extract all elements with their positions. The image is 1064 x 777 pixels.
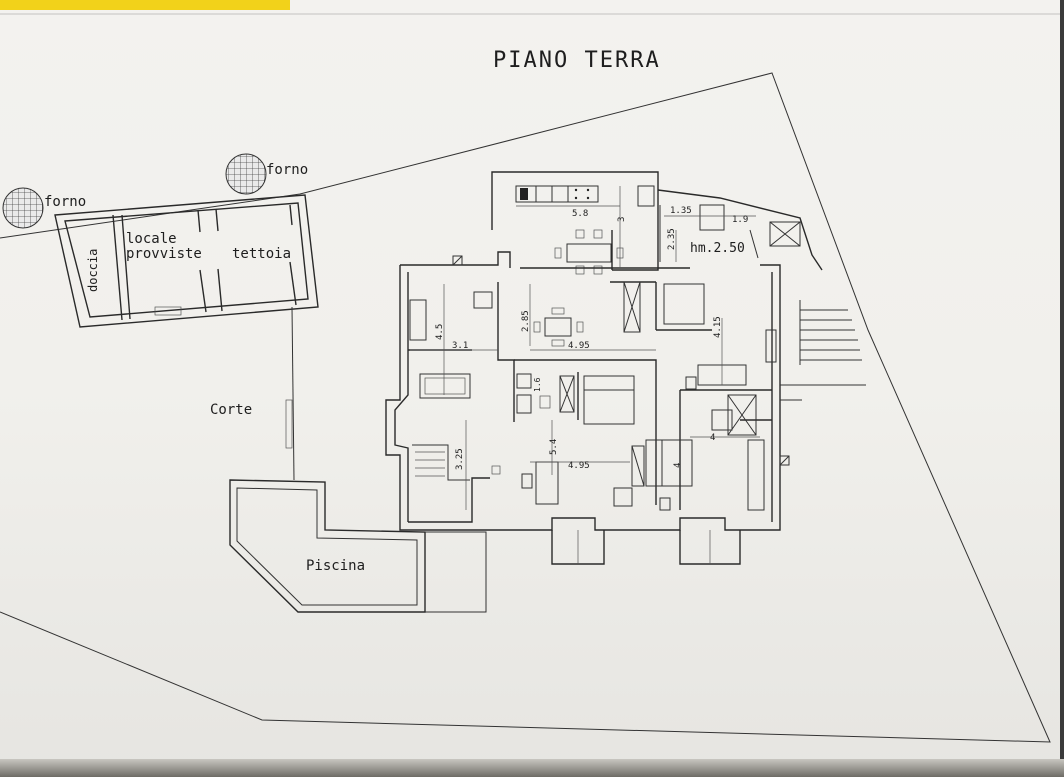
dim-4-95-upper: 4.95 [568,341,590,351]
yellow-folder-tab [0,0,290,10]
dim-2-35: 2.35 [667,228,677,250]
dim-3-1: 3.1 [452,341,468,351]
main-house [385,171,866,565]
dim-4-15: 4.15 [713,316,723,338]
provviste-label: provviste [126,246,202,262]
dim-4-5: 4.5 [435,324,445,340]
oven-left-icon [2,187,44,229]
piscina-label: Piscina [306,558,365,574]
courtyard-wall [291,306,295,481]
dim-4-vertical: 4 [673,463,683,468]
forno-center-label: forno [266,162,308,178]
oven-center-icon [225,153,267,195]
dim-3-25: 3.25 [455,448,465,470]
dim-5-8: 5.8 [572,209,588,219]
dim-4-horizontal: 4 [710,433,715,443]
ceiling-height-label: hm.2.50 [690,241,745,256]
tettoia-label: tettoia [232,246,291,262]
dim-5-4: 5.4 [549,439,559,455]
outbuilding [54,194,319,328]
plan-title: PIANO TERRA [493,48,661,73]
dim-3: 3 [617,217,627,222]
dim-2-85: 2.85 [521,310,531,332]
dim-1-35: 1.35 [670,206,692,216]
sheet-edge-right [1060,0,1064,777]
forno-left-label: forno [44,194,86,210]
pool [229,479,487,613]
dim-4-95-lower: 4.95 [568,461,590,471]
corte-label: Corte [210,402,252,418]
site-boundary [0,72,1051,743]
doccia-label: doccia [86,249,100,292]
locale-label: locale [126,231,177,247]
sheet-edge-bottom [0,759,1064,777]
dim-1-9: 1.9 [732,215,748,225]
dim-1-6: 1.6 [533,377,542,392]
